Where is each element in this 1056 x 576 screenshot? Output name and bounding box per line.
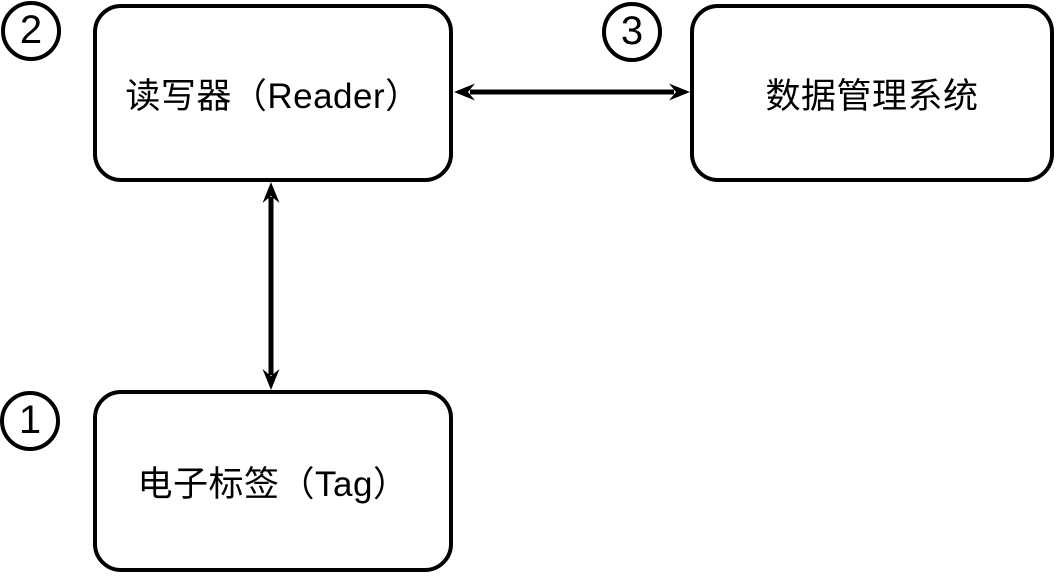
node-reader-label: 读写器（Reader） [125, 76, 421, 116]
node-tag-label: 电子标签（Tag） [137, 464, 409, 504]
node-tag[interactable]: 电子标签（Tag） [93, 390, 453, 572]
reader-tag-double-arrow-icon [262, 182, 280, 390]
badge-number-3: 3 [602, 2, 662, 62]
node-data-management-system[interactable]: 数据管理系统 [690, 4, 1054, 182]
node-data-management-system-label: 数据管理系统 [765, 76, 979, 116]
reader-dms-double-arrow-icon [454, 83, 690, 101]
node-reader[interactable]: 读写器（Reader） [93, 4, 453, 182]
badge-number-2-text: 2 [19, 8, 43, 52]
badge-number-2: 2 [1, 1, 61, 61]
badge-number-1-text: 1 [18, 398, 42, 442]
badge-number-1: 1 [0, 391, 60, 451]
badge-number-3-text: 3 [620, 9, 644, 53]
